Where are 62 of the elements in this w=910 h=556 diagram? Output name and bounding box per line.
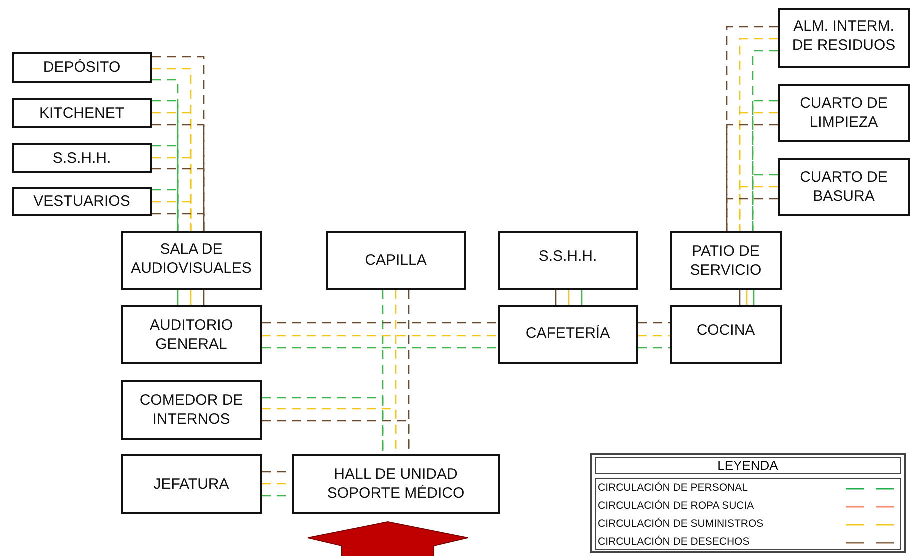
circulation-line bbox=[739, 186, 778, 231]
room-box bbox=[12, 143, 152, 173]
room-name: CUARTO DE BASURA bbox=[799, 168, 889, 206]
room-name: JEFATURA bbox=[154, 474, 230, 494]
room-name: PATIO DE SERVICIO bbox=[689, 242, 763, 280]
room-box bbox=[121, 454, 262, 514]
room-box bbox=[670, 305, 782, 364]
room-name: S.S.H.H. bbox=[52, 148, 112, 168]
legend-title: LEYENDA bbox=[716, 458, 780, 473]
room-box bbox=[121, 305, 262, 364]
circulation-line bbox=[555, 290, 557, 305]
circulation-line bbox=[203, 290, 205, 305]
legend-text: CIRCULACIÓN DE PERSONAL bbox=[598, 482, 748, 495]
entrance-arrow bbox=[308, 522, 468, 556]
room-name: DEPÓSITO bbox=[43, 58, 121, 77]
room-box bbox=[292, 454, 500, 514]
circulation-line bbox=[152, 213, 205, 231]
room-box bbox=[12, 187, 152, 216]
room-name: CAPILLA bbox=[365, 251, 427, 270]
room-box bbox=[778, 84, 910, 142]
circulation-line bbox=[568, 290, 570, 305]
room-name: KITCHENET bbox=[39, 104, 124, 122]
circulation-line bbox=[638, 347, 670, 349]
circulation-line bbox=[262, 335, 498, 337]
circulation-line bbox=[262, 322, 498, 324]
circulation-line bbox=[177, 290, 179, 305]
room-name: CAFETERÍA bbox=[526, 324, 610, 343]
room-box bbox=[12, 98, 152, 128]
room-box bbox=[778, 8, 910, 68]
room-name: ALM. INTERM. DE RESIDUOS bbox=[791, 17, 897, 55]
circulation-line bbox=[752, 174, 778, 231]
legend-text: CIRCULACIÓN DE SUMINISTROS bbox=[598, 518, 764, 531]
legend-text: CIRCULACIÓN DE DESECHOS bbox=[598, 536, 750, 549]
room-name: CUARTO DE LIMPIEZA bbox=[799, 94, 889, 132]
room-name: SALA DE AUDIOVISUALES bbox=[130, 240, 253, 278]
circulation-line bbox=[726, 198, 778, 231]
circulation-line bbox=[753, 290, 755, 305]
room-name: COMEDOR DE INTERNOS bbox=[138, 391, 244, 429]
circulation-line bbox=[190, 290, 192, 305]
room-box bbox=[498, 231, 638, 290]
room-name: S.S.H.H. bbox=[538, 247, 598, 266]
room-name: HALL DE UNIDAD SOPORTE MÉDICO bbox=[326, 465, 466, 503]
room-box bbox=[12, 52, 152, 83]
room-box bbox=[498, 305, 638, 364]
room-box bbox=[121, 380, 262, 440]
circulation-line bbox=[581, 290, 583, 305]
room-box bbox=[326, 231, 466, 290]
circulation-line bbox=[262, 397, 384, 454]
circulation-line bbox=[638, 322, 670, 324]
room-name: AUDITORIO GENERAL bbox=[148, 316, 234, 354]
room-box bbox=[121, 231, 262, 290]
room-name: COCINA bbox=[696, 321, 756, 340]
circulation-line bbox=[152, 201, 192, 231]
room-box bbox=[778, 158, 910, 216]
circulation-line bbox=[152, 189, 179, 231]
legend-text: CIRCULACIÓN DE ROPA SUCIA bbox=[598, 500, 754, 513]
room-name: VESTUARIOS bbox=[34, 192, 130, 211]
circulation-line bbox=[262, 347, 498, 349]
circulation-line bbox=[638, 335, 670, 337]
room-box bbox=[670, 231, 782, 290]
circulation-line bbox=[739, 290, 741, 305]
circulation-line bbox=[746, 290, 748, 305]
